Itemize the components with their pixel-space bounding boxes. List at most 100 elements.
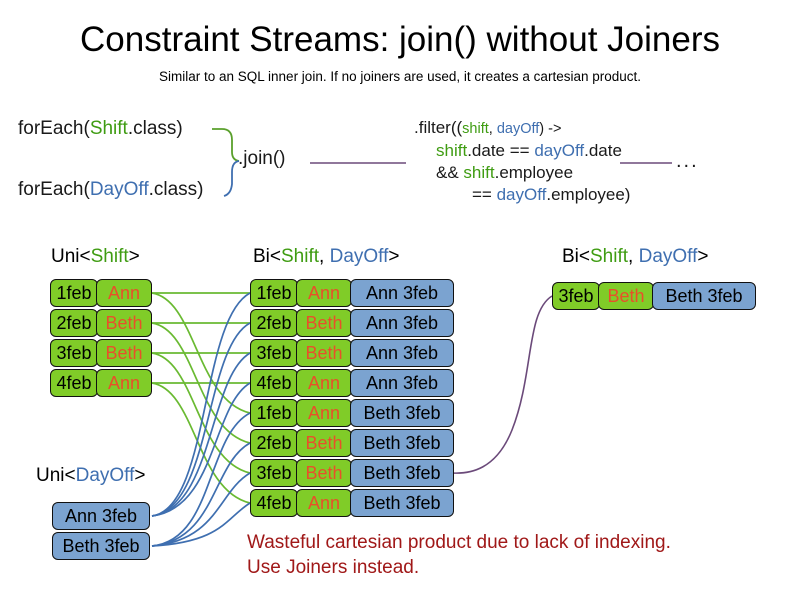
cell-shift-date: 4feb	[250, 489, 298, 517]
join-call-label: .join()	[238, 148, 286, 169]
cell-shift-employee: Beth	[296, 459, 352, 487]
warning-line-2: Use Joiners instead.	[247, 557, 420, 578]
cell-shift-date: 2feb	[250, 429, 298, 457]
cell-shift-date: 1feb	[50, 279, 98, 307]
caption-bi-result: Bi<Shift, DayOff>	[562, 246, 708, 268]
caption-bi-suffix: >	[388, 246, 400, 267]
cell-dayoff-pair: Ann 3feb	[350, 279, 454, 307]
cell-dayoff-pair: Beth 3feb	[350, 399, 454, 427]
card-row[interactable]: Beth 3feb	[52, 532, 150, 560]
cell-dayoff-pair: Beth 3feb	[350, 429, 454, 457]
filter-line-2: shift.date == dayOff.date	[436, 140, 630, 162]
caption-bi-type1: Shift	[281, 246, 320, 267]
cell-dayoff-pair: Beth 3feb	[350, 459, 454, 487]
cell-shift-employee: Ann	[96, 369, 152, 397]
cell-shift-employee: Ann	[296, 489, 352, 517]
filter-arrow: ) ->	[539, 121, 562, 137]
caption-uni-shift-prefix: Uni<	[51, 246, 91, 267]
page-subtitle: Similar to an SQL inner join. If no join…	[159, 69, 641, 84]
filter-param-comma: ,	[488, 121, 497, 137]
cell-shift-date: 4feb	[50, 369, 98, 397]
cell-shift-date: 1feb	[250, 279, 298, 307]
filter-l4-eq: ==	[472, 185, 497, 204]
cell-shift-employee: Beth	[296, 309, 352, 337]
cell-shift-date: 2feb	[250, 309, 298, 337]
caption-bi-prefix: Bi<	[253, 246, 281, 267]
cell-shift-date: 3feb	[250, 339, 298, 367]
warning-line-1: Wasteful cartesian product due to lack o…	[247, 532, 671, 553]
filter-line-4: == dayOff.employee)	[472, 184, 630, 206]
filter-expression: .filter((shift, dayOff) -> shift.date ==…	[414, 117, 630, 206]
filter-l4-employee: .employee)	[546, 185, 631, 204]
cell-shift-employee: Beth	[296, 339, 352, 367]
cell-shift-date: 2feb	[50, 309, 98, 337]
cell-shift-employee: Beth	[96, 339, 152, 367]
ellipsis-continuation: ...	[676, 150, 699, 172]
cell-shift-date: 3feb	[250, 459, 298, 487]
cell-shift-employee: Beth	[598, 282, 654, 310]
filter-open: .filter((	[414, 118, 463, 137]
cell-dayoff-pair: Beth 3feb	[52, 532, 150, 560]
caption-uni-dayoff-suffix: >	[134, 465, 146, 486]
foreach-shift-suffix: .class)	[127, 118, 183, 139]
foreach-dayoff-expression: forEach(DayOff.class)	[18, 179, 204, 201]
caption-bires-comma: ,	[628, 246, 639, 267]
foreach-dayoff-suffix: .class)	[148, 179, 204, 200]
warning-note: Wasteful cartesian product due to lack o…	[247, 530, 671, 580]
page-title: Constraint Streams: join() without Joine…	[80, 20, 720, 59]
filter-l2-eq: .date ==	[467, 141, 535, 160]
filter-l3-and: &&	[436, 163, 464, 182]
filter-param-dayoff: dayOff	[496, 121, 540, 137]
filter-line-3: && shift.employee	[436, 162, 630, 184]
caption-uni-dayoff-type: DayOff	[75, 465, 135, 486]
cell-dayoff-pair: Beth 3feb	[350, 489, 454, 517]
filter-l3-employee: .employee	[494, 163, 574, 182]
foreach-shift-type: Shift	[89, 118, 128, 139]
filter-l2-date: .date	[584, 141, 622, 160]
caption-bires-type2: DayOff	[638, 246, 698, 267]
foreach-shift-expression: forEach(Shift.class)	[18, 118, 183, 140]
cell-shift-employee: Ann	[96, 279, 152, 307]
cell-dayoff-pair: Ann 3feb	[350, 339, 454, 367]
filter-l2-shift: shift	[436, 141, 468, 160]
cell-dayoff-pair: Ann 3feb	[350, 369, 454, 397]
card-row[interactable]: Ann 3feb	[52, 502, 150, 530]
foreach-dayoff-prefix: forEach(	[18, 179, 90, 200]
cell-dayoff-pair: Ann 3feb	[52, 502, 150, 530]
caption-bi-comma: ,	[319, 246, 330, 267]
caption-uni-dayoff: Uni<DayOff>	[36, 465, 146, 487]
caption-bires-prefix: Bi<	[562, 246, 590, 267]
cell-dayoff-pair: Ann 3feb	[350, 309, 454, 337]
caption-uni-shift: Uni<Shift>	[51, 246, 140, 268]
cell-shift-date: 3feb	[50, 339, 98, 367]
caption-bi-type2: DayOff	[329, 246, 389, 267]
caption-bires-suffix: >	[697, 246, 709, 267]
filter-line-1: .filter((shift, dayOff) ->	[414, 117, 630, 140]
filter-l3-shift: shift	[463, 163, 495, 182]
caption-uni-dayoff-prefix: Uni<	[36, 465, 76, 486]
cell-dayoff-pair: Beth 3feb	[652, 282, 756, 310]
cell-shift-date: 4feb	[250, 369, 298, 397]
caption-bi-join: Bi<Shift, DayOff>	[253, 246, 399, 268]
cell-shift-date: 1feb	[250, 399, 298, 427]
caption-uni-shift-type: Shift	[90, 246, 129, 267]
cell-shift-date: 3feb	[552, 282, 600, 310]
caption-uni-shift-suffix: >	[128, 246, 140, 267]
cell-shift-employee: Beth	[296, 429, 352, 457]
caption-bires-type1: Shift	[590, 246, 629, 267]
filter-param-shift: shift	[462, 121, 489, 137]
